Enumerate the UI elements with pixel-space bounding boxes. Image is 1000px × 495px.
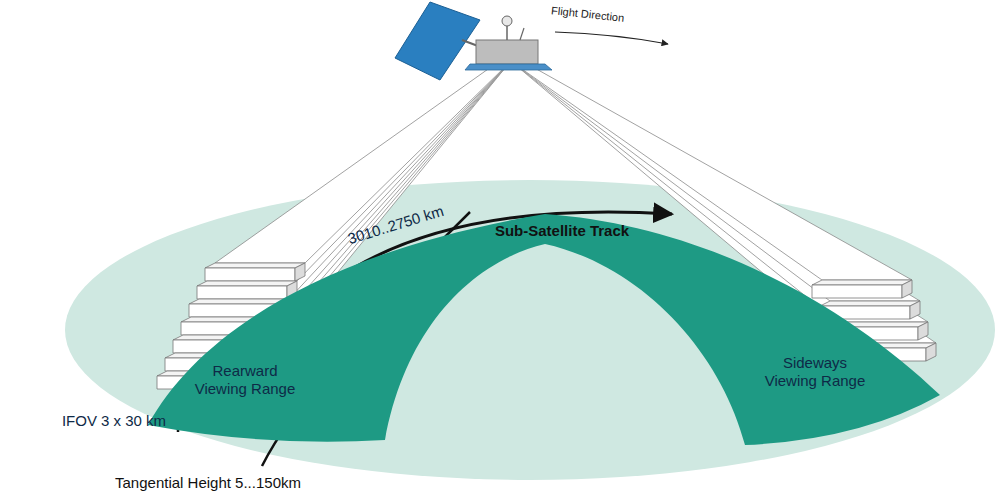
band-shape (148, 214, 545, 445)
ifov-slab (197, 281, 297, 299)
band-label: Rearward Viewing Range (190, 362, 300, 398)
tangential-height-label: Tangential Height 5...150km (115, 474, 301, 491)
rearward-range-band: Rearward Viewing Range (148, 214, 545, 445)
track-label: Sub-Satellite Track (495, 222, 629, 239)
sideways-range-band: Sideways Viewing Range (545, 214, 945, 445)
ifov-slab (205, 263, 305, 281)
ifov-label: IFOV 3 x 30 km (62, 412, 166, 429)
flight-direction-arrow (555, 32, 668, 44)
band-label: Sideways Viewing Range (760, 354, 870, 390)
band-shape (545, 214, 945, 445)
satellite (395, 2, 552, 80)
earth-surface (65, 180, 995, 480)
flight-direction-label: Flight Direction (551, 4, 625, 24)
ifov-slab (812, 280, 912, 298)
